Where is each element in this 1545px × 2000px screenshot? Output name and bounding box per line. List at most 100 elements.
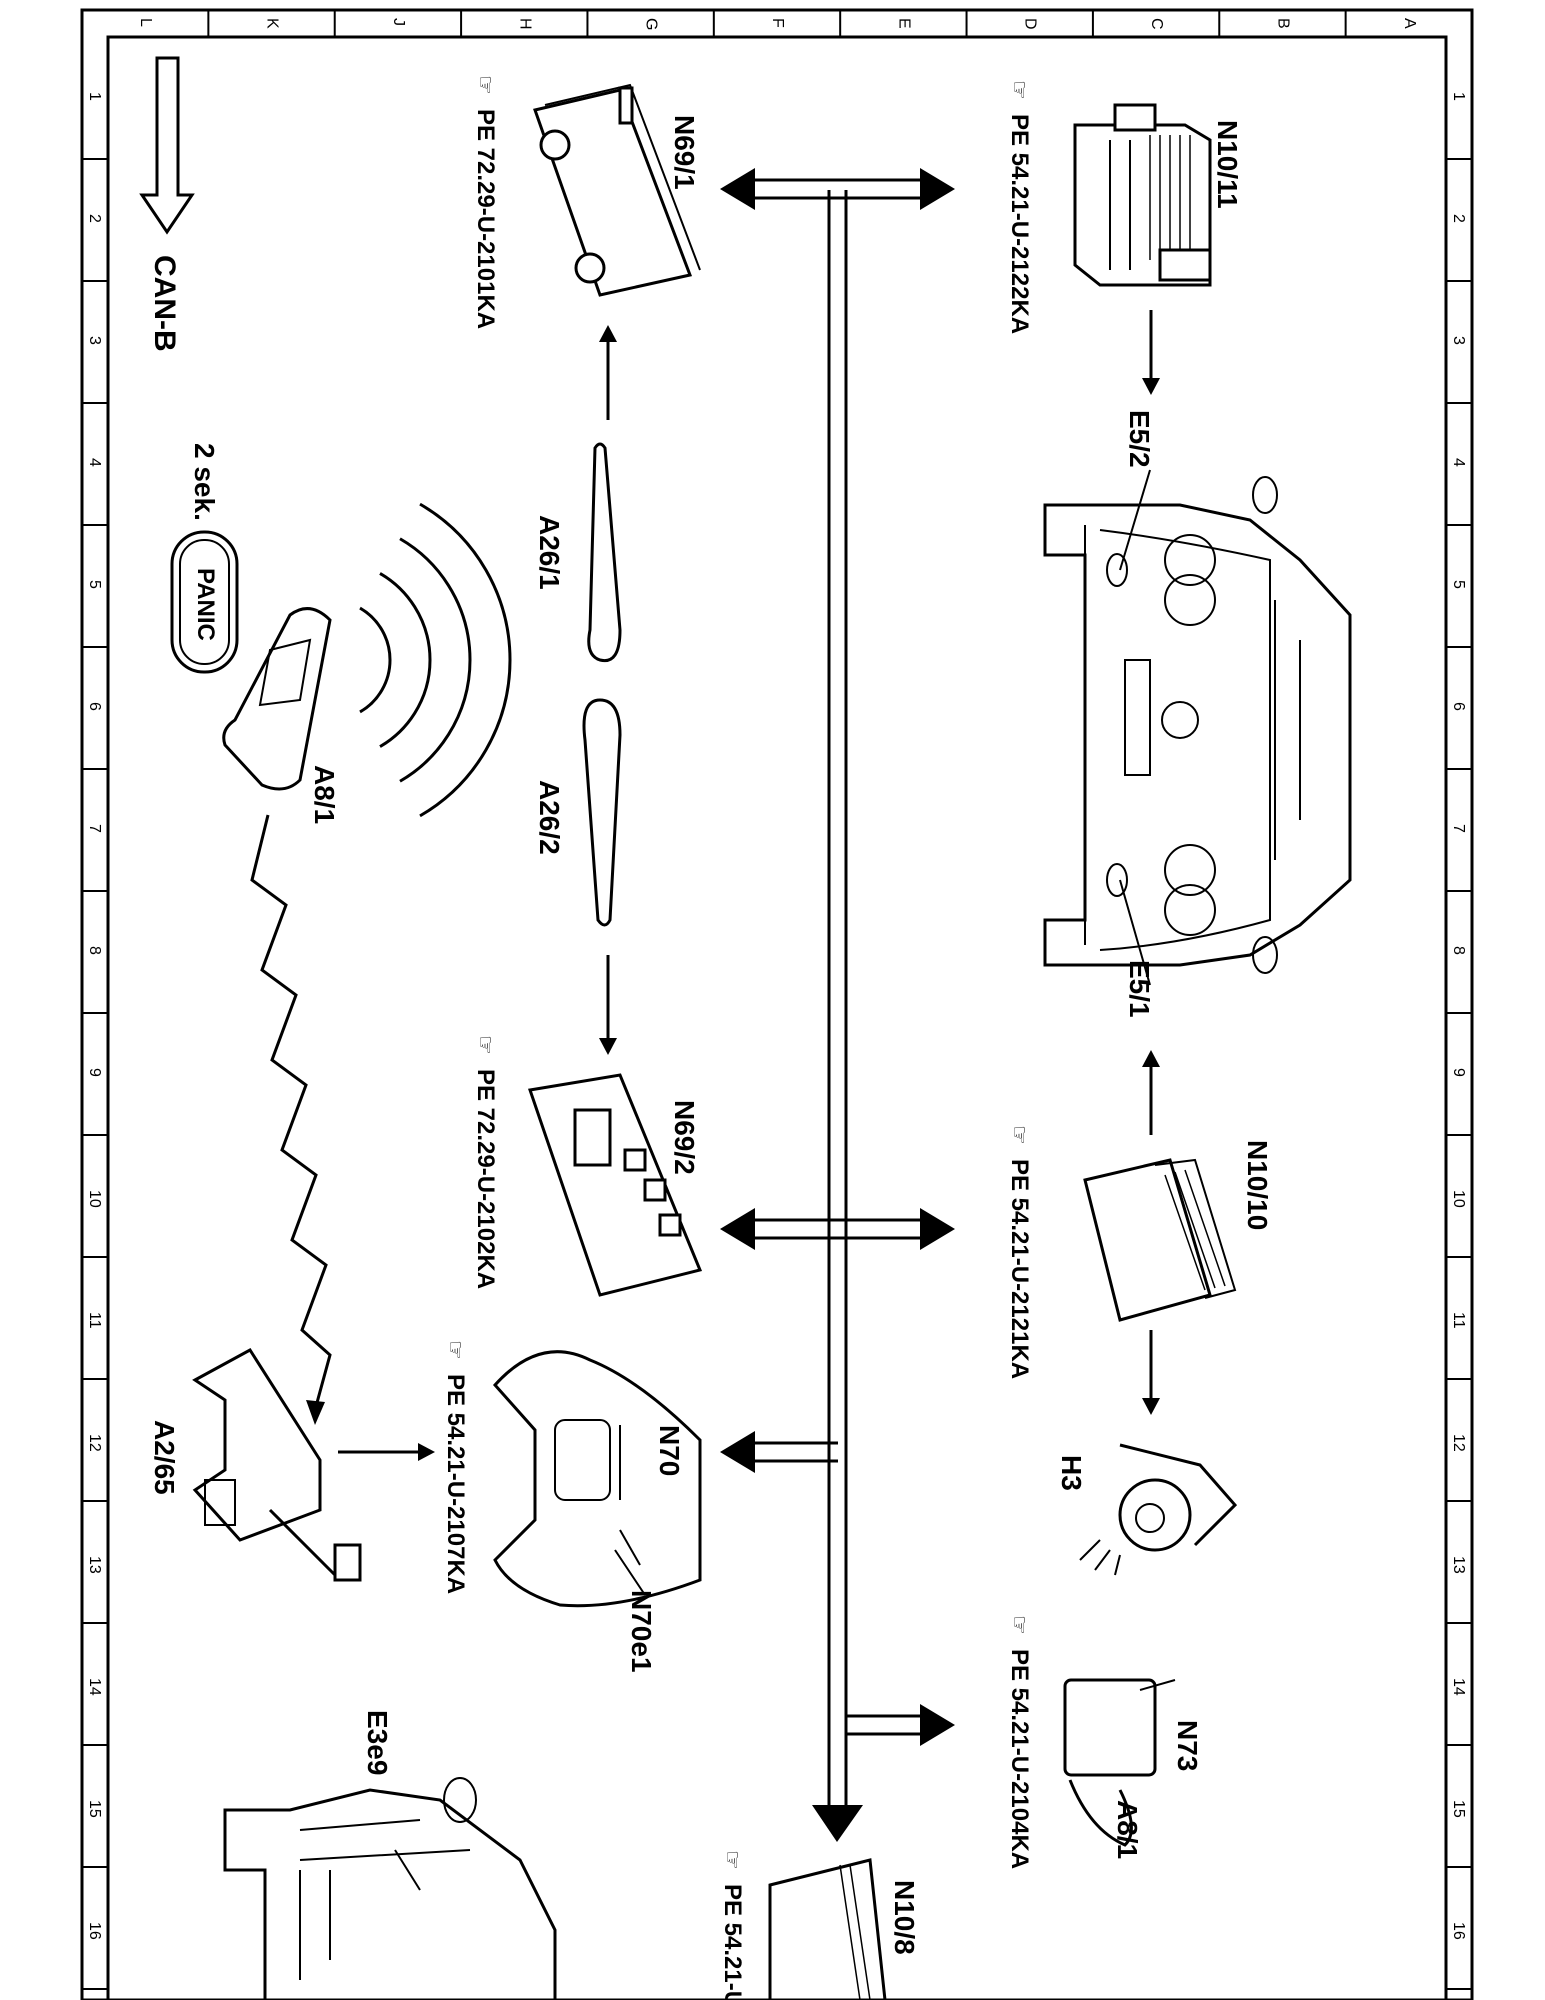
grid-number-12-right: 12 [1450,1434,1467,1452]
label-2-sek: 2 sek. [189,443,220,521]
h3-horn [1079,1443,1238,1576]
a26-1-handle [587,442,622,663]
panic-button: PANIC [170,530,239,674]
grid-number-7-left: 7 [86,824,103,833]
label-n69-2: N69/2 [669,1100,700,1175]
vehicle-rear-view [223,1777,557,2000]
n10-8-module [768,1858,887,2000]
hand-pointer-icon: ☞ [473,75,498,95]
grid-number-5-right: 5 [1450,580,1467,589]
grid-letter-d: D [1022,18,1039,30]
n10-10-module [1083,1158,1237,1322]
radio-wave-arc [399,537,472,783]
n69-1-module [533,83,701,297]
n73-ignition-switch [1063,1678,1176,1847]
grid-number-12-left: 12 [86,1434,103,1452]
grid-number-11-right: 11 [1450,1312,1467,1329]
ref-n69-1: PE 72.29-U-2101KA [472,109,499,329]
grid-number-2-right: 2 [1450,214,1467,223]
grid-letter-c: C [1148,18,1165,30]
label-a2-65: A2/65 [149,1420,180,1495]
ref-n10-8: PE 54.21-U [719,1884,746,2000]
n70-overhead-panel [492,1350,702,1608]
signal-arrows [338,310,1160,1461]
hand-pointer-icon: ☞ [1007,1125,1032,1145]
radio-wave-arc [419,502,512,818]
ref-n69-2: PE 72.29-U-2102KA [472,1069,499,1289]
hand-pointer-icon: ☞ [473,1035,498,1055]
sheet-frame [80,8,1474,2000]
grid-number-16-right: 16 [1450,1922,1467,1940]
label-a8-1-ignition: A8/1 [1112,1800,1143,1859]
grid-number-1-right: 1 [1450,92,1467,101]
radio-wave-arc [359,606,392,714]
a2-65-receiver [192,1348,362,1582]
label-n10-10: N10/10 [1242,1140,1273,1230]
label-n73: N73 [1172,1720,1203,1771]
label-e5-2: E5/2 [1124,410,1155,468]
grid-number-5-left: 5 [86,580,103,589]
grid-letter-h: H [516,18,533,30]
grid-number-11-left: 11 [86,1312,103,1329]
grid-number-13-left: 13 [86,1556,103,1574]
grid-letter-a: A [1401,18,1418,29]
radio-wave-arc [379,572,432,748]
ref-n70: PE 54.21-U-2107KA [442,1374,469,1594]
label-e3e9: E3e9 [362,1710,393,1775]
grid-number-15-left: 15 [86,1800,103,1818]
grid-number-3-left: 3 [86,336,103,345]
can-b-label: CAN-B [148,255,181,352]
component-labels: N10/11 N69/1 E5/2 E5/1 A26/1 A26/2 A8/1 … [149,115,1273,1955]
panic-label: PANIC [192,568,219,641]
grid-number-6-right: 6 [1450,702,1467,711]
a8-1-remote-key [222,502,512,818]
ref-n10-10: PE 54.21-U-2121KA [1006,1159,1033,1379]
grid-number-4-right: 4 [1450,458,1467,467]
grid-number-16-left: 16 [86,1922,103,1940]
a26-2-handle [582,698,622,927]
hand-pointer-icon: ☞ [720,1850,745,1870]
reference-labels: ☞ PE 54.21-U-2122KA ☞ PE 72.29-U-2101KA … [442,75,1033,2000]
ref-n10-11: PE 54.21-U-2122KA [1006,114,1033,334]
grid-number-13-right: 13 [1450,1556,1467,1574]
grid-number-1-left: 1 [86,92,103,101]
grid-number-8-left: 8 [86,946,103,955]
can-b-legend: CAN-B [139,56,195,352]
grid-number-2-left: 2 [86,214,103,223]
grid-letter-l: L [137,18,154,27]
rf-signal-zigzag [250,814,332,1411]
grid-letter-k: K [264,18,281,29]
grid-number-10-left: 10 [86,1190,103,1208]
hand-pointer-icon: ☞ [1007,80,1032,100]
label-a8-1: A8/1 [309,765,340,824]
hand-pointer-icon: ☞ [1007,1615,1032,1635]
label-n69-1: N69/1 [669,115,700,190]
n10-11-module [1073,103,1212,287]
ref-n73: PE 54.21-U-2104KA [1006,1649,1033,1869]
grid-letter-f: F [769,18,786,28]
grid-number-14-left: 14 [86,1678,103,1696]
grid-letter-b: B [1274,18,1291,29]
grid-letter-j: J [390,18,407,26]
grid-number-14-right: 14 [1450,1678,1467,1696]
label-a26-2: A26/2 [534,780,565,855]
label-a26-1: A26/1 [534,515,565,590]
label-n70e1: N70e1 [626,1590,657,1673]
grid-number-3-right: 3 [1450,336,1467,345]
can-bus-line [720,168,955,1842]
grid-number-7-right: 7 [1450,824,1467,833]
hand-pointer-icon: ☞ [443,1340,468,1360]
label-n10-8: N10/8 [889,1880,920,1955]
grid-number-10-right: 10 [1450,1190,1467,1208]
label-n10-11: N10/11 [1212,120,1243,209]
label-n70: N70 [654,1425,685,1476]
grid-number-4-left: 4 [86,458,103,467]
grid-number-9-left: 9 [86,1068,103,1077]
grid-letter-e: E [895,18,912,29]
grid-number-9-right: 9 [1450,1068,1467,1077]
grid-number-6-left: 6 [86,702,103,711]
n69-2-module [528,1073,703,1297]
